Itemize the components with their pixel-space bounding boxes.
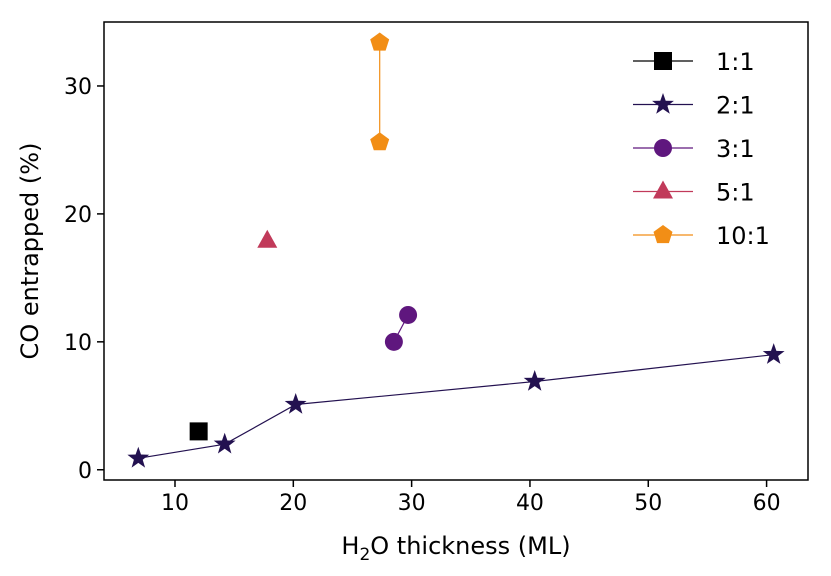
series-5-1 [257,229,278,248]
legend-item-5-1: 5:1 [633,179,755,207]
y-tick-label: 0 [78,459,92,484]
data-point-10-1 [370,32,390,51]
legend-marker [653,180,673,199]
x-tick-label: 30 [398,491,426,516]
series-2-1 [127,343,785,468]
data-point-2-1 [127,446,150,468]
legend-item-10-1: 10:1 [633,222,770,250]
x-axis-label: H2O thickness (ML) [341,532,570,565]
legend-label: 5:1 [716,179,755,207]
legend-item-1-1: 1:1 [633,48,755,76]
y-tick-label: 20 [64,203,92,228]
series-1-1 [189,422,208,441]
data-point-2-1 [284,393,307,414]
y-tick-label: 30 [64,75,92,100]
legend-label: 2:1 [716,92,755,120]
legend-label: 10:1 [716,222,770,250]
x-tick-label: 10 [161,491,189,516]
legend-marker [653,225,673,244]
data-point-2-1 [523,370,546,391]
legend-label: 1:1 [716,48,755,76]
series-10-1 [370,32,390,151]
legend-item-2-1: 2:1 [633,92,755,120]
data-point-3-1 [384,332,403,351]
legend-item-3-1: 3:1 [633,135,755,163]
data-point-10-1 [370,132,390,151]
legend-marker [652,93,674,114]
data-point-2-1 [213,432,236,454]
axis-ticks: 10 20 30 40 50 60 0 10 20 30 [64,75,781,516]
series-line-2-1 [138,354,774,459]
legend-label: 3:1 [716,135,755,163]
x-tick-label: 50 [634,491,662,516]
data-point-1-1 [189,422,208,441]
y-axis-label: CO entrapped (%) [16,143,44,360]
data-point-5-1 [257,229,278,248]
series-3-1 [384,305,418,351]
x-tick-label: 60 [753,491,781,516]
plot-frame [103,21,809,481]
x-tick-label: 40 [516,491,544,516]
y-tick-label: 10 [64,331,92,356]
x-tick-label: 20 [279,491,307,516]
data-point-3-1 [399,305,418,324]
legend-marker [654,52,672,70]
plot-marks [127,32,785,468]
legend: 1:1 2:1 3:1 5:1 10:1 [633,48,770,250]
data-point-2-1 [762,343,785,364]
legend-marker [654,139,672,157]
